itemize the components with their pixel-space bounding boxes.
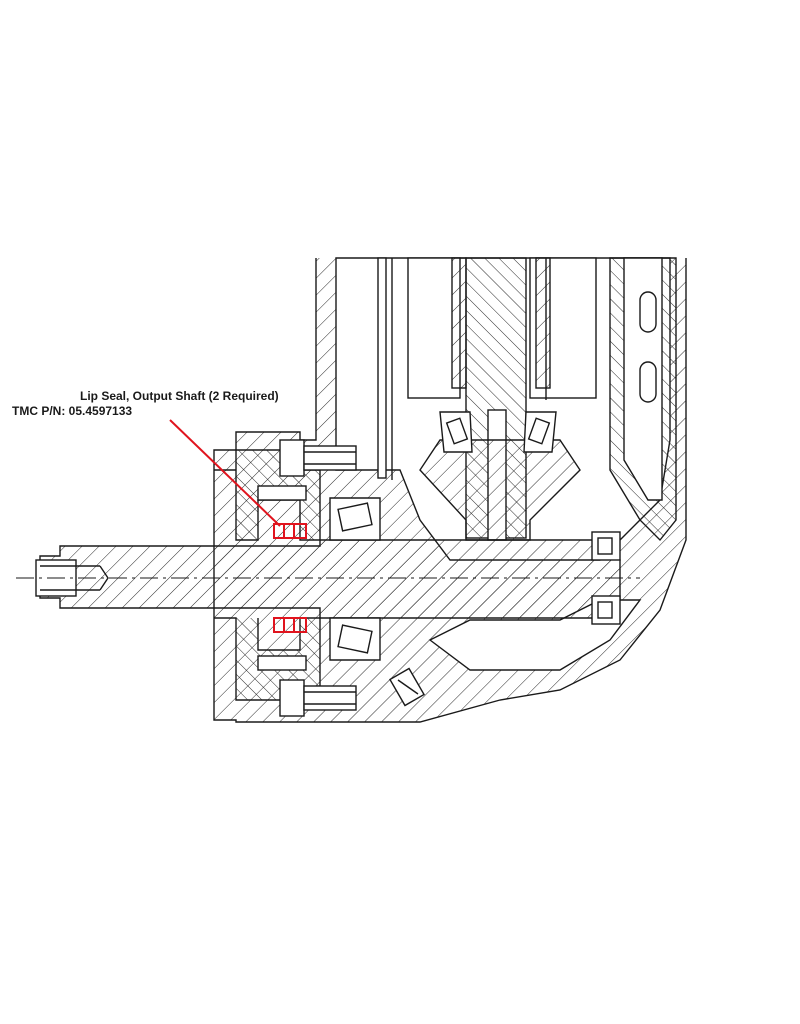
bevel-pinion <box>419 439 581 541</box>
guide-sleeve-right-inner <box>535 257 551 389</box>
right-bearing <box>591 531 621 625</box>
upper-roller-right <box>527 417 551 445</box>
cap-screw-upper <box>257 485 307 501</box>
housing-slot-lower <box>639 361 657 403</box>
lip-seal-lower <box>273 617 307 633</box>
output-shaft <box>39 539 621 619</box>
drain-plug <box>389 667 425 707</box>
cap-bolt-upper <box>279 439 357 477</box>
upper-bearing-right <box>523 411 557 453</box>
shaft-nose-thread <box>40 565 109 591</box>
lip-seal-upper <box>273 523 307 539</box>
callout-leader-line <box>169 419 281 527</box>
callout-title: Lip Seal, Output Shaft (2 Required) <box>80 389 279 403</box>
cap-bolt-lower <box>279 679 357 717</box>
guide-tube-left <box>377 257 387 479</box>
callout-part-number: TMC P/N: 05.4597133 <box>12 404 133 418</box>
housing-slot-upper <box>639 291 657 333</box>
guide-sleeve-left-inner <box>451 257 467 389</box>
output-bearing-upper <box>329 497 381 541</box>
upper-roller-left <box>445 417 469 445</box>
lip-seal-highlights <box>273 523 307 633</box>
output-bearing-lower <box>329 617 381 661</box>
upper-bearing-left <box>439 411 473 453</box>
cap-screw-lower <box>257 655 307 671</box>
